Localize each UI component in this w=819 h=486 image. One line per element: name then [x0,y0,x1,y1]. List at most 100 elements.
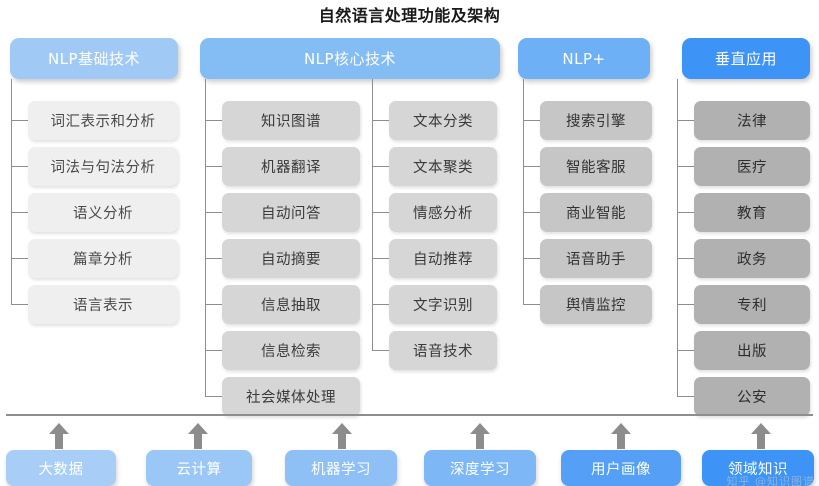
node-nlp-core-left-2[interactable]: 自动问答 [222,193,360,232]
node-vertical-apps-6[interactable]: 公安 [694,377,810,416]
node-label: 文本分类 [413,114,473,130]
foundation-deep-learning[interactable]: 深度学习 [424,450,536,486]
up-arrow-icon [331,423,353,449]
node-vertical-apps-5[interactable]: 出版 [694,331,810,370]
node-vertical-apps-0[interactable]: 法律 [694,101,810,140]
foundation-label: 领域知识 [728,461,788,478]
header-nlp-basic[interactable]: NLP基础技术 [10,38,178,79]
node-vertical-apps-4[interactable]: 专利 [694,285,810,324]
node-nlp-core-right-4[interactable]: 文字识别 [389,285,497,324]
node-nlp-core-left-4[interactable]: 信息抽取 [222,285,360,324]
node-label: 政务 [737,252,767,268]
watermark-text: 知乎 @知识图谱 [726,475,815,486]
connector-stub [372,258,389,259]
node-vertical-apps-2[interactable]: 教育 [694,193,810,232]
foundation-cloud-computing[interactable]: 云计算 [146,450,252,486]
node-label: 智能客服 [566,160,626,176]
foundation-label: 深度学习 [450,461,510,478]
foundation-label: 机器学习 [311,461,371,478]
page-title: 自然语言处理功能及架构 [318,6,501,25]
connector-stub [523,258,540,259]
node-label: 出版 [737,344,767,360]
node-nlp-core-left-1[interactable]: 机器翻译 [222,147,360,186]
foundation-big-data[interactable]: 大数据 [6,450,116,486]
node-label: 词法与句法分析 [50,160,156,176]
connector-stub [523,304,540,305]
node-label: 机器翻译 [261,160,321,176]
node-nlp-core-left-3[interactable]: 自动摘要 [222,239,360,278]
node-label: 自动问答 [261,206,321,222]
node-label: 自动推荐 [413,252,473,268]
up-arrow-icon [610,423,632,449]
node-label: 语音技术 [413,344,473,360]
connector-trunk-col2-right [372,79,373,350]
connector-stub [205,350,222,351]
connector-trunk-col2-left [205,79,206,396]
node-nlp-core-right-3[interactable]: 自动推荐 [389,239,497,278]
connector-stub [205,166,222,167]
connector-stub [372,212,389,213]
node-vertical-apps-3[interactable]: 政务 [694,239,810,278]
node-nlp-basic-3[interactable]: 篇章分析 [28,239,178,278]
connector-stub [11,212,28,213]
connector-stub [11,258,28,259]
node-nlp-basic-2[interactable]: 语义分析 [28,193,178,232]
node-label: 公安 [737,390,767,406]
node-nlp-plus-2[interactable]: 商业智能 [540,193,652,232]
node-label: 教育 [737,206,767,222]
connector-stub [372,350,389,351]
node-nlp-core-left-6[interactable]: 社会媒体处理 [222,377,360,416]
connector-stub [205,396,222,397]
connector-stub [523,166,540,167]
node-nlp-core-right-0[interactable]: 文本分类 [389,101,497,140]
foundation-machine-learning[interactable]: 机器学习 [285,450,397,486]
node-nlp-basic-0[interactable]: 词汇表示和分析 [28,101,178,140]
connector-stub [523,212,540,213]
node-nlp-core-left-0[interactable]: 知识图谱 [222,101,360,140]
header-nlp-basic-label: NLP基础技术 [47,50,141,68]
node-nlp-plus-3[interactable]: 语音助手 [540,239,652,278]
node-nlp-plus-0[interactable]: 搜索引擎 [540,101,652,140]
node-nlp-plus-1[interactable]: 智能客服 [540,147,652,186]
node-label: 自动摘要 [261,252,321,268]
connector-stub [523,120,540,121]
node-label: 词汇表示和分析 [50,114,156,130]
connector-stub [205,212,222,213]
connector-stub [11,304,28,305]
node-label: 专利 [737,298,767,314]
foundation-divider-line [6,414,813,416]
connector-trunk-col3 [523,79,524,304]
connector-stub [205,304,222,305]
connector-stub [677,120,694,121]
connector-stub [372,304,389,305]
node-nlp-basic-4[interactable]: 语言表示 [28,285,178,324]
node-nlp-core-right-2[interactable]: 情感分析 [389,193,497,232]
node-label: 情感分析 [413,206,473,222]
connector-stub [677,350,694,351]
header-vertical-apps-label: 垂直应用 [714,50,777,68]
header-nlp-plus[interactable]: NLP+ [518,38,650,79]
header-vertical-apps[interactable]: 垂直应用 [682,38,810,79]
foundation-domain-knowledge[interactable]: 领域知识 [702,450,814,486]
connector-stub [372,120,389,121]
node-vertical-apps-1[interactable]: 医疗 [694,147,810,186]
up-arrow-icon [187,423,209,449]
foundation-label: 大数据 [38,461,84,478]
node-nlp-core-right-5[interactable]: 语音技术 [389,331,497,370]
connector-stub [677,304,694,305]
node-nlp-basic-1[interactable]: 词法与句法分析 [28,147,178,186]
connector-trunk-col1 [11,79,12,304]
header-nlp-core[interactable]: NLP核心技术 [200,38,500,79]
node-nlp-core-left-5[interactable]: 信息检索 [222,331,360,370]
node-label: 语言表示 [73,298,133,314]
node-label: 搜索引擎 [566,114,626,130]
node-label: 语音助手 [566,252,626,268]
connector-stub [205,120,222,121]
node-nlp-core-right-1[interactable]: 文本聚类 [389,147,497,186]
connector-stub [372,166,389,167]
foundation-user-profile[interactable]: 用户画像 [561,450,681,486]
connector-stub [205,258,222,259]
node-nlp-plus-4[interactable]: 舆情监控 [540,285,652,324]
node-label: 信息检索 [261,344,321,360]
